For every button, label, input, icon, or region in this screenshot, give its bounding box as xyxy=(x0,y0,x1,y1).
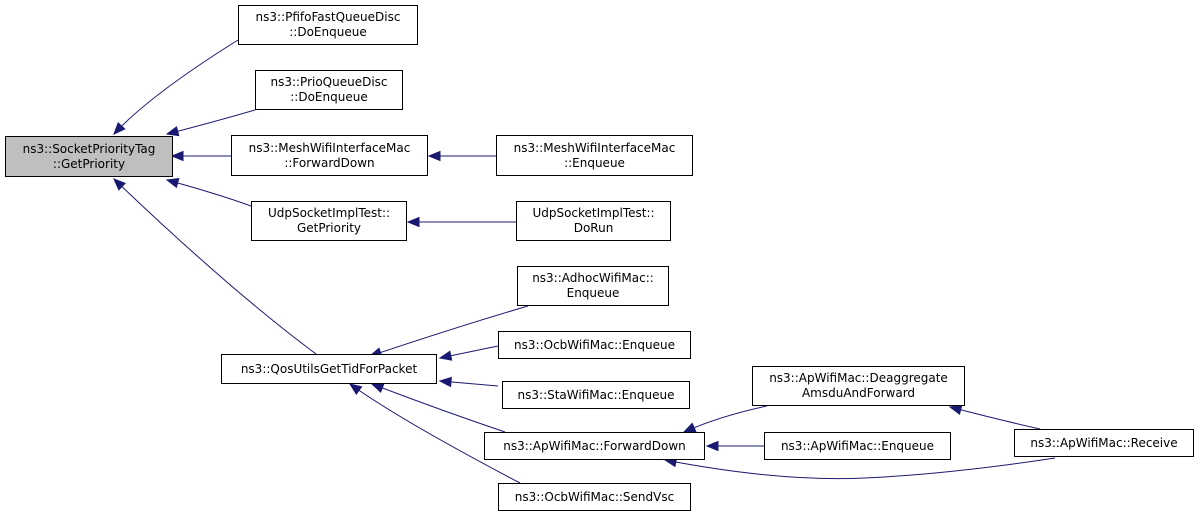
arrowhead xyxy=(165,126,180,137)
node-aprecv[interactable]: ns3::ApWifiMac::Receive xyxy=(1014,429,1194,457)
node-label-line: ns3::SocketPriorityTag xyxy=(22,141,156,156)
node-meshenq[interactable]: ns3::MeshWifiInterfaceMac::Enqueue xyxy=(496,135,693,176)
node-label-line: ns3::AdhocWifiMac:: xyxy=(532,271,654,285)
node-apenq[interactable]: ns3::ApWifiMac::Enqueue xyxy=(764,432,951,460)
node-apfwd[interactable]: ns3::ApWifiMac::ForwardDown xyxy=(484,432,705,460)
edge-apdeagg-to-apfwd xyxy=(682,405,768,433)
node-label-line: GetPriority xyxy=(296,221,362,235)
node-label-line: ns3::MeshWifiInterfaceMac xyxy=(248,140,411,155)
node-label-line: ns3::OcbWifiMac::Enqueue xyxy=(514,337,675,352)
edge-apenq-to-apfwd xyxy=(705,440,764,452)
edge-line xyxy=(166,179,252,207)
arrowhead xyxy=(113,178,126,191)
arrowhead xyxy=(682,422,697,433)
arrowhead xyxy=(427,150,441,162)
node-adhoc[interactable]: ns3::AdhocWifiMac::Enqueue xyxy=(517,266,669,306)
arrowhead xyxy=(165,177,180,189)
edge-prio-to-focus xyxy=(165,109,256,137)
node-udpgp[interactable]: UdpSocketImplTest::GetPriority xyxy=(251,201,407,241)
node-label-line: ::ForwardDown xyxy=(284,155,375,170)
edge-meshenq-to-meshfwd xyxy=(427,150,496,162)
node-ocbenq[interactable]: ns3::OcbWifiMac::Enqueue xyxy=(498,331,691,359)
edge-aprecv-to-apfwd xyxy=(663,457,1056,480)
node-label-line: ::DoEnqueue xyxy=(289,25,367,39)
arrowhead xyxy=(370,383,385,394)
edge-line xyxy=(113,178,317,355)
node-label-line: UdpSocketImplTest:: xyxy=(267,206,391,220)
node-label-line: ns3::ApWifiMac::ForwardDown xyxy=(503,438,686,453)
edge-line xyxy=(664,457,1056,480)
arrowhead xyxy=(113,121,126,135)
edge-pfifo-to-focus xyxy=(113,39,239,135)
arrowhead xyxy=(948,404,963,415)
arrowhead xyxy=(438,350,453,361)
edge-udprun-to-udpgp xyxy=(406,216,516,228)
edge-aprecv-to-apdeagg xyxy=(948,404,1041,430)
node-label-line: UdpSocketImplTest:: xyxy=(532,206,655,220)
node-label-line: ns3::OcbWifiMac::SendVsc xyxy=(514,489,675,504)
edge-udpgp-to-focus xyxy=(165,177,252,207)
edge-line xyxy=(683,405,768,433)
node-focus: ns3::SocketPriorityTag::GetPriority xyxy=(5,136,173,177)
node-label-line: ns3::PrioQueueDisc xyxy=(270,75,388,89)
node-label-line: AmsduAndForward xyxy=(801,386,916,400)
edge-line xyxy=(113,39,239,135)
arrowhead xyxy=(170,150,184,162)
edge-line xyxy=(349,383,521,484)
node-label-line: ns3::QosUtilsGetTidForPacket xyxy=(240,361,418,376)
node-pfifo[interactable]: ns3::PfifoFastQueueDisc::DoEnqueue xyxy=(238,5,418,45)
edge-line xyxy=(369,305,529,357)
node-label-line: ns3::StaWifiMac::Enqueue xyxy=(517,387,675,402)
node-label-line: ns3::ApWifiMac::Receive xyxy=(1030,435,1178,450)
edge-ocbvsc-to-qos xyxy=(348,383,521,484)
arrowhead xyxy=(348,383,363,395)
arrowhead xyxy=(705,440,719,452)
edge-qos-to-focus xyxy=(113,178,317,355)
edge-line xyxy=(949,406,1041,430)
node-label-line: ns3::PfifoFastQueueDisc xyxy=(255,10,401,24)
node-label-line: ::Enqueue xyxy=(564,155,625,170)
node-qos[interactable]: ns3::QosUtilsGetTidForPacket xyxy=(221,354,437,384)
node-label-line: ns3::MeshWifiInterfaceMac xyxy=(513,140,676,155)
edge-apfwd-to-qos xyxy=(370,383,506,433)
edge-line xyxy=(371,383,506,433)
edge-line xyxy=(166,109,256,135)
node-udprun[interactable]: UdpSocketImplTest::DoRun xyxy=(516,201,671,241)
node-label-line: DoRun xyxy=(573,221,614,235)
node-label-line: ns3::ApWifiMac::Enqueue xyxy=(780,438,935,453)
node-label-line: ::DoEnqueue xyxy=(290,90,368,104)
node-meshfwd[interactable]: ns3::MeshWifiInterfaceMac::ForwardDown xyxy=(231,135,428,176)
edge-ocbenq-to-qos xyxy=(438,345,499,361)
node-staenq[interactable]: ns3::StaWifiMac::Enqueue xyxy=(502,381,690,409)
node-ocbvsc[interactable]: ns3::OcbWifiMac::SendVsc xyxy=(498,483,691,511)
edge-meshfwd-to-focus xyxy=(170,150,231,162)
node-prio[interactable]: ns3::PrioQueueDisc::DoEnqueue xyxy=(255,70,403,110)
node-label-line: Enqueue xyxy=(566,286,620,300)
arrowhead xyxy=(406,216,420,228)
node-label-line: ::GetPriority xyxy=(52,156,126,171)
edge-staenq-to-qos xyxy=(438,376,499,388)
node-label-line: ns3::ApWifiMac::Deaggregate xyxy=(769,371,948,385)
arrowhead xyxy=(438,376,452,388)
